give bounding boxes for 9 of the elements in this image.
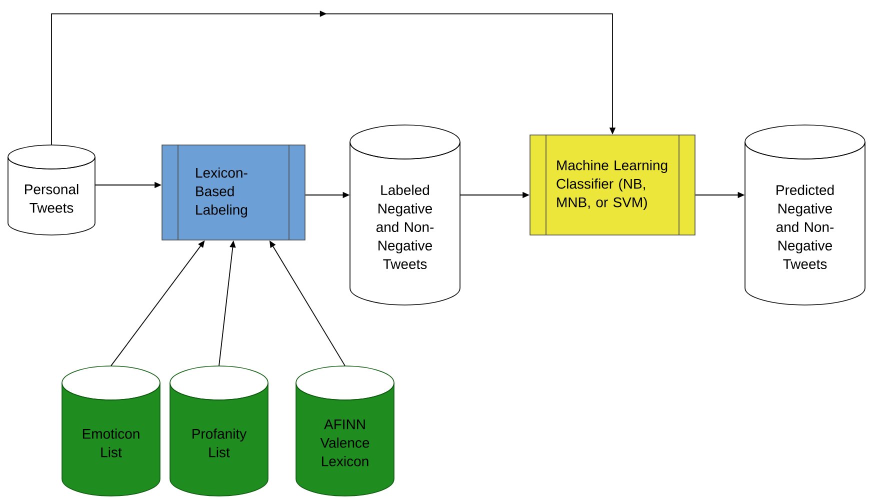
process-box: Machine Learning Classifier (NB, MNB, or SVM) bbox=[530, 134, 696, 236]
cylinder: Predicted Negative and Non- Negative Tweets bbox=[744, 124, 866, 306]
cylinder: Profanity List bbox=[170, 366, 268, 496]
arrow bbox=[51, 10, 616, 146]
cylinder: AFINN Valence Lexicon bbox=[296, 366, 394, 496]
cylinder: Personal Tweets bbox=[8, 144, 96, 236]
cylinder: Emoticon List bbox=[62, 366, 160, 496]
process-box: Lexicon- Based Labeling bbox=[162, 144, 306, 240]
cylinder: Labeled Negative and Non- Negative Tweets bbox=[350, 124, 460, 306]
